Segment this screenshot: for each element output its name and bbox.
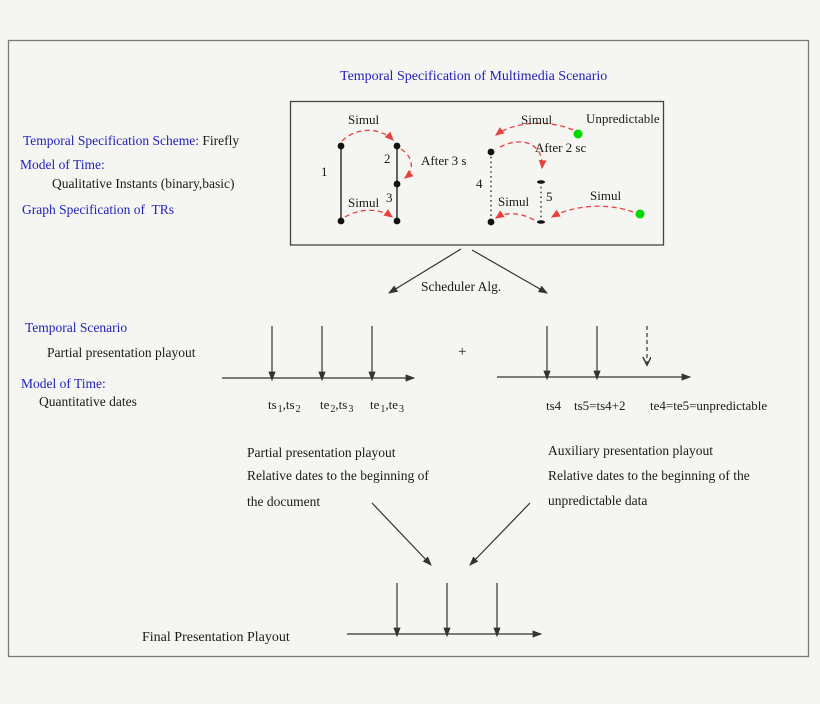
timeline-2-tick-label: te4=te5=unpredictable bbox=[650, 398, 768, 413]
simul-arc bbox=[494, 210, 535, 221]
notes-left-line2: Relative dates to the beginning of bbox=[247, 468, 429, 483]
scenario-title: Temporal Scenario bbox=[25, 320, 128, 335]
tick-sub: 1 bbox=[277, 404, 283, 415]
tick-text: ts bbox=[268, 397, 277, 412]
spec-scheme-line: Temporal Specification Scheme: Firefly bbox=[23, 133, 240, 149]
notes-right-line1: Auxiliary presentation playout bbox=[548, 443, 713, 458]
simul-arc bbox=[344, 209, 394, 218]
spec-scheme-label: Temporal Specification Scheme: bbox=[23, 133, 199, 148]
node bbox=[537, 220, 545, 224]
timeline-1 bbox=[222, 326, 416, 382]
edge-1-label: 1 bbox=[321, 164, 328, 179]
qualitative-graph-right-nodes bbox=[487, 148, 545, 226]
tick-text: te bbox=[370, 397, 380, 412]
node bbox=[393, 180, 401, 188]
tick-text: ,ts bbox=[335, 397, 348, 412]
node bbox=[393, 217, 401, 225]
after-3s-label: After 3 s bbox=[421, 153, 467, 168]
unpredictable-dot-top bbox=[573, 129, 583, 139]
tick-text: ,te bbox=[385, 397, 399, 412]
spec-model-label: Model of Time: bbox=[20, 157, 105, 172]
node bbox=[537, 180, 545, 184]
notes-right-line3: unpredictable data bbox=[548, 493, 648, 508]
spec-model-value: Qualitative Instants (binary,basic) bbox=[52, 176, 235, 191]
tick-text: te bbox=[320, 397, 330, 412]
after-2sc-label: After 2 sc bbox=[535, 140, 587, 155]
tick-sub: 2 bbox=[295, 404, 301, 415]
simul-label: Simul bbox=[348, 112, 380, 127]
scheduler-arrow-left bbox=[387, 248, 462, 294]
edge-4-label: 4 bbox=[476, 176, 483, 191]
tick-sub: 2 bbox=[330, 404, 336, 415]
tick-sub: 1 bbox=[380, 404, 386, 415]
timeline-1-tick-label: ts1,ts2 bbox=[268, 397, 301, 415]
timeline-2 bbox=[497, 326, 692, 381]
simul-arc bbox=[341, 129, 394, 142]
qualitative-graph-right bbox=[490, 152, 542, 222]
timeline-2-tick-label: ts4 bbox=[546, 398, 562, 413]
scenario-model-label: Model of Time: bbox=[21, 376, 106, 391]
merge-arrows bbox=[371, 502, 531, 566]
graph-box-border bbox=[289, 100, 665, 246]
merge-arrow-left bbox=[371, 502, 432, 566]
node bbox=[487, 148, 495, 156]
qualitative-graph-left-nodes bbox=[337, 142, 401, 225]
after-2sc-arc bbox=[499, 141, 547, 170]
scheduler-arrow-right bbox=[471, 249, 549, 294]
final-playout-label: Final Presentation Playout bbox=[142, 630, 290, 645]
notes-left-line3: the document bbox=[247, 494, 321, 509]
timeline-1-tick-label: te2,ts3 bbox=[320, 397, 354, 415]
node bbox=[393, 142, 401, 150]
scenario-model-value: Quantitative dates bbox=[39, 394, 137, 409]
spec-graph-label: Graph Specification of TRs bbox=[22, 202, 174, 217]
simul-label: Simul bbox=[348, 195, 380, 210]
timeline-1-tick-label: te1,te3 bbox=[370, 397, 405, 415]
edge-3-label: 3 bbox=[386, 190, 393, 205]
figure-title: Temporal Specification of Multimedia Sce… bbox=[340, 69, 608, 84]
spec-scheme-value: Firefly bbox=[199, 133, 240, 148]
node bbox=[337, 142, 345, 150]
node bbox=[337, 217, 345, 225]
simul-label: Simul bbox=[521, 112, 553, 127]
merge-arrow-right bbox=[469, 502, 531, 566]
timeline-2-tick-label: ts5=ts4+2 bbox=[574, 398, 626, 413]
tick-sub: 3 bbox=[399, 404, 405, 415]
plus-sign: + bbox=[458, 344, 467, 360]
scheduler-arrows bbox=[387, 248, 549, 294]
tick-text: ,ts bbox=[282, 397, 295, 412]
simul-label: Simul bbox=[590, 188, 622, 203]
scheduler-label: Scheduler Alg. bbox=[421, 279, 502, 294]
simul-arc bbox=[550, 205, 634, 218]
temporal-relation-arcs bbox=[341, 122, 634, 221]
notes-left-line1: Partial presentation playout bbox=[247, 445, 396, 460]
unpredictable-dot-bottom bbox=[635, 209, 645, 219]
final-timeline bbox=[347, 583, 543, 638]
scenario-subtitle: Partial presentation playout bbox=[47, 345, 196, 360]
edge-2-label: 2 bbox=[384, 151, 391, 166]
after-3s-arc bbox=[400, 148, 414, 179]
page-border bbox=[7, 39, 810, 658]
notes-right-line2: Relative dates to the beginning of the bbox=[548, 468, 750, 483]
edge-5-label: 5 bbox=[546, 189, 553, 204]
unpredictable-label: Unpredictable bbox=[586, 111, 660, 126]
simul-label: Simul bbox=[498, 194, 530, 209]
node bbox=[487, 218, 495, 226]
tick-sub: 3 bbox=[348, 404, 354, 415]
